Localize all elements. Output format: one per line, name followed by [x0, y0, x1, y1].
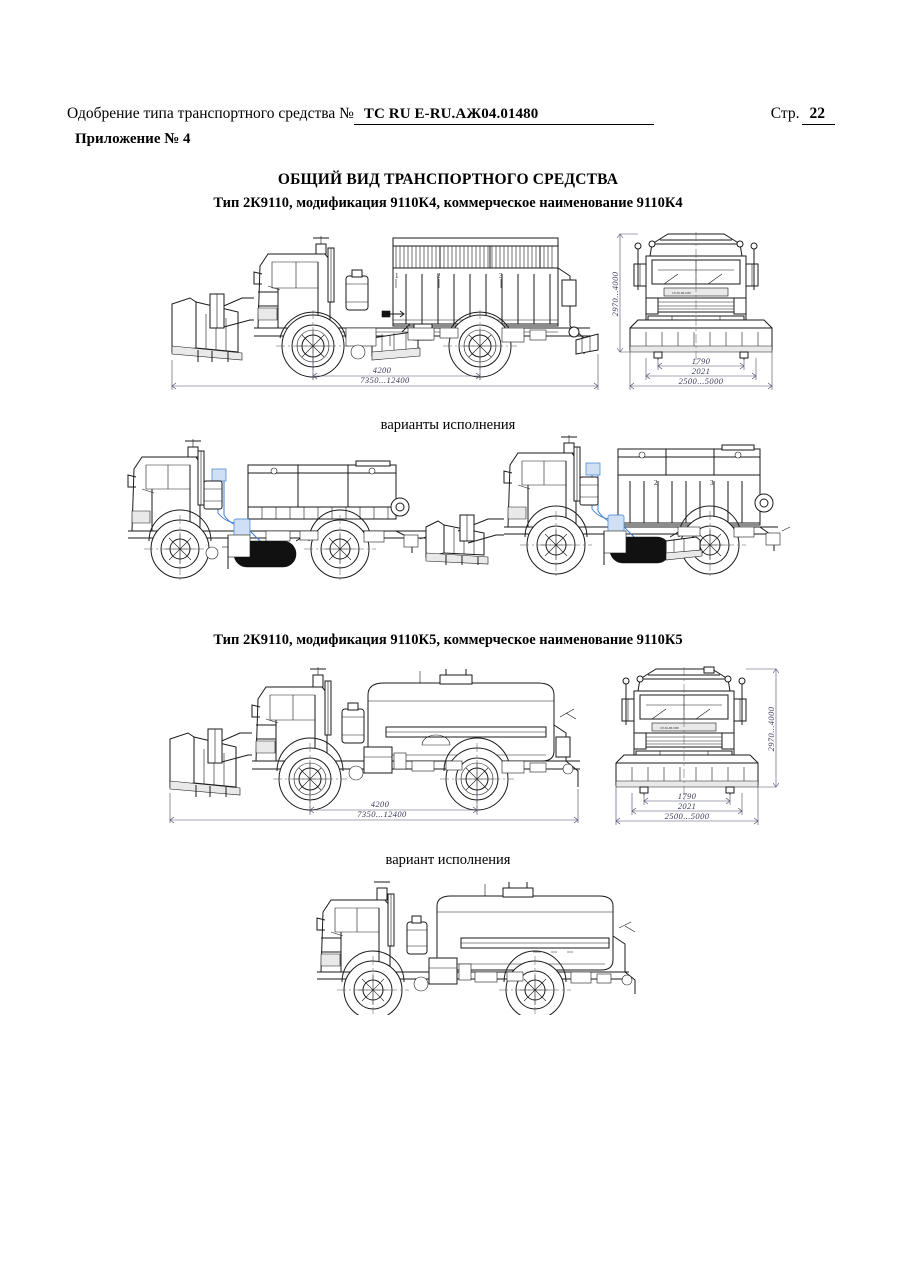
- grille-text: СП-ЛА-9В-Л-В8: [660, 726, 679, 730]
- section-1-heading: Тип 2К9110, модификация 9110К4, коммерче…: [213, 195, 683, 211]
- body-callouts: 1 2 3: [395, 272, 503, 288]
- callout-1: 1: [395, 272, 399, 280]
- dimension-overall-length: 7350...12400: [169, 789, 579, 824]
- dimension-overall-length: 7350...12400: [171, 354, 599, 390]
- rotary-brush: [603, 530, 681, 565]
- callout-2: 2: [437, 272, 441, 280]
- flow-arrow: [381, 310, 405, 318]
- hydraulic-tank: [406, 915, 428, 955]
- dim-overall-length-value: 7350...12400: [360, 375, 410, 385]
- dimension-overall-width: 2500...5000: [629, 352, 773, 390]
- drawing-variant-2: [285, 880, 645, 1015]
- rear-assembly: [390, 497, 439, 553]
- svg-text:3: 3: [710, 479, 714, 487]
- cab: [251, 667, 332, 762]
- dimension-track-outer: 2021: [631, 793, 743, 815]
- section-2-heading: Тип 2К9110, модификация 9110К5, коммерче…: [213, 632, 683, 648]
- dim-overall-length-value: 7350...12400: [357, 809, 407, 819]
- front-snow-plow: [171, 293, 254, 362]
- document-header: Одобрение типа транспортного средства № …: [67, 105, 835, 125]
- hydraulic-tank: [203, 480, 223, 510]
- dim-overall-width-value: 2500...5000: [679, 376, 724, 386]
- pump-module: [348, 746, 407, 781]
- cab: [316, 881, 395, 973]
- hydraulic-tank: [341, 702, 365, 744]
- front-plow-front-view: [629, 319, 773, 360]
- drawing-9110k5-front-view: СП-ЛА-9В-Л-В8 2970...4000: [600, 665, 795, 827]
- axle-centerlines: [520, 511, 746, 577]
- page-number: 22: [801, 105, 835, 125]
- chassis-details: [345, 327, 547, 360]
- callout-3: 3: [499, 272, 503, 280]
- dimension-track-inner: 1790: [643, 791, 731, 805]
- grille-text: СП-ЛА-9В-Л-В8: [672, 291, 691, 295]
- side-plow: [665, 536, 703, 561]
- axle-centerlines: [337, 956, 571, 1014]
- rear-assembly: [612, 921, 636, 994]
- drawing-9110k5-side-view: 4200 7350...12400: [150, 665, 600, 825]
- appendix-label: Приложение № 4: [75, 131, 191, 147]
- body-cover: [392, 237, 559, 269]
- drawing-variant-1-left: [100, 435, 445, 585]
- tank-body: [367, 669, 555, 762]
- svg-text:2: 2: [654, 479, 658, 487]
- dim-track-inner-value: 1790: [692, 356, 711, 366]
- front-snow-plow: [169, 728, 252, 797]
- dimension-overall-width: 2500...5000: [615, 787, 759, 825]
- dimension-overall-height: 2970...4000: [746, 668, 780, 788]
- front-snow-plow: [425, 514, 504, 565]
- dimension-track-inner: 1790: [657, 356, 745, 370]
- flatbed-body: [247, 460, 397, 520]
- dim-track-inner-value: 1790: [678, 791, 697, 801]
- rear-spreader-assembly: [754, 493, 781, 551]
- drawing-variant-1-right: 2 3: [422, 435, 792, 585]
- dim-track-outer-value: 2021: [692, 366, 711, 376]
- rear-assembly: [553, 708, 579, 787]
- chassis-details: [677, 526, 791, 538]
- chassis-details: [411, 760, 547, 774]
- dim-overall-height-value: 2970...4000: [766, 706, 776, 751]
- drawing-9110k4-front-view: СП-ЛА-9В-Л-В8: [612, 228, 802, 393]
- dimension-overall-height: 2970...4000: [612, 233, 638, 353]
- tank-body: [436, 882, 614, 971]
- dim-overall-height-value: 2970...4000: [612, 271, 620, 316]
- dimension-wheelbase: 4200: [312, 356, 481, 380]
- front-plow-front-view: [615, 754, 759, 795]
- cab: [127, 439, 205, 532]
- rotary-brush: [222, 534, 307, 569]
- page-title: ОБЩИЙ ВИД ТРАНСПОРТНОГО СРЕДСТВА: [277, 171, 619, 188]
- dim-track-outer-value: 2021: [678, 801, 697, 811]
- cab: [503, 435, 581, 528]
- cab: [253, 236, 335, 329]
- axle-centerlines: [273, 743, 514, 813]
- hydraulic-tank: [345, 269, 369, 311]
- dim-wheelbase-value: 4200: [371, 799, 390, 809]
- chassis-details: [205, 530, 385, 560]
- drawing-9110k4-side-view: 1 2 3: [150, 228, 610, 393]
- dim-wheelbase-value: 4200: [373, 365, 392, 375]
- section-1-variant-caption: варианты исполнения: [380, 417, 516, 433]
- dimension-track-outer: 2021: [645, 358, 757, 380]
- tall-body: 2 3: [617, 444, 761, 526]
- chassis-details: [474, 971, 612, 984]
- hydraulic-tank: [579, 476, 599, 506]
- dim-overall-width-value: 2500...5000: [665, 811, 710, 821]
- approval-number: ТС RU E-RU.АЖ04.01480: [353, 106, 654, 125]
- pump-module: [413, 957, 472, 992]
- hydraulic-lines: [585, 462, 639, 542]
- page-label: Стр.: [770, 105, 800, 122]
- rear-spreader-assembly: [557, 267, 599, 355]
- axle-centerlines: [144, 515, 376, 581]
- section-2-variant-caption: вариант исполнения: [385, 852, 511, 868]
- dimension-wheelbase: 4200: [309, 789, 478, 815]
- approval-label: Одобрение типа транспортного средства №: [67, 105, 354, 122]
